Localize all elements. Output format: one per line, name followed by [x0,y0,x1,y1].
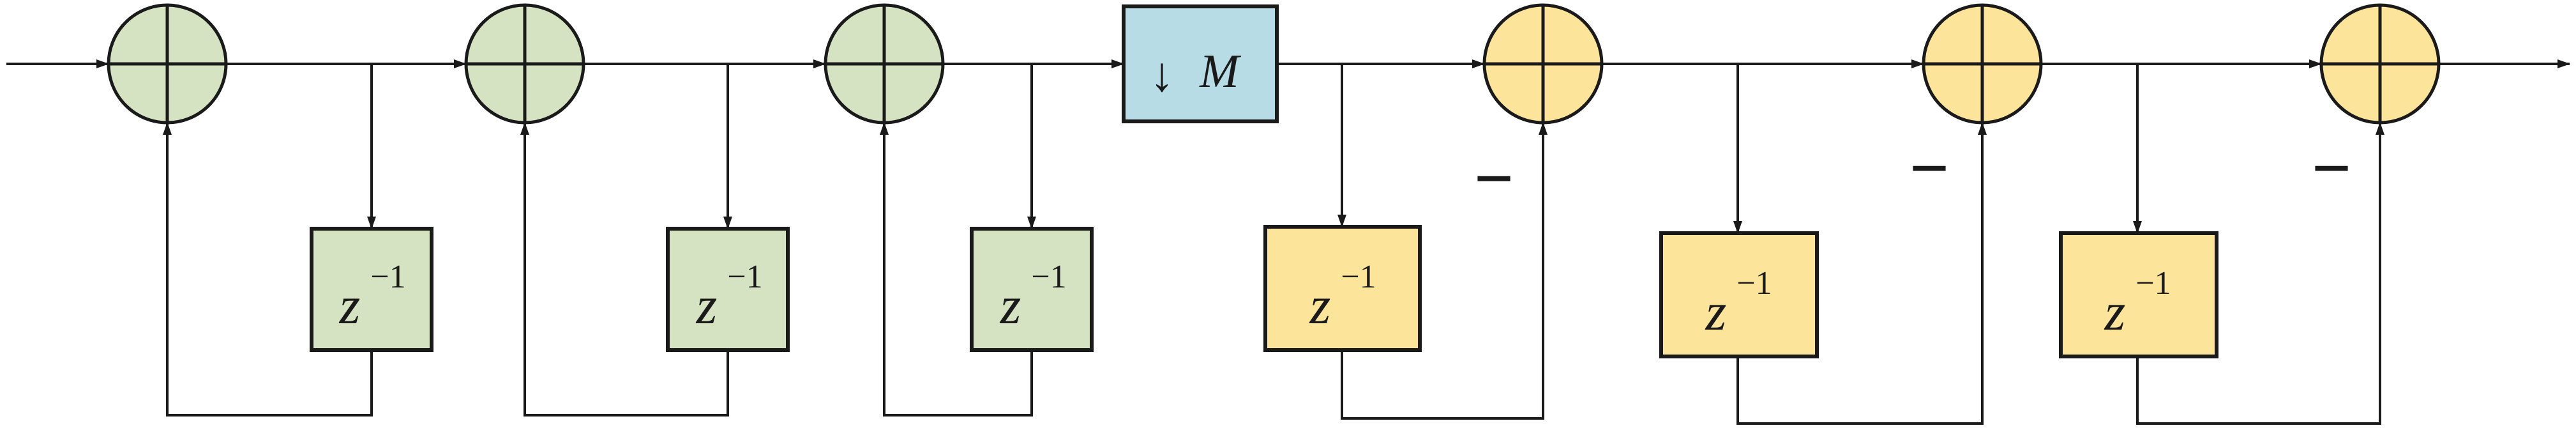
comb-delay-1 [1263,225,1422,352]
integrator-3-feedback [880,122,1033,417]
integrator-delay-1-base: z [339,276,361,335]
decimator-arrow-label: ↓ [1150,48,1174,102]
blocks [107,3,2441,358]
comb-delay-2-base: z [1705,282,1727,342]
integrator-2-feedback [520,122,729,417]
integrator-delay-2-base: z [696,276,718,335]
comb-adder-2 [1922,3,2043,125]
comb-delay-2 [1659,231,1819,358]
signal-wires [6,59,2570,425]
comb-adder-3-minus-sign: − [2312,129,2352,207]
comb-delay-3 [2059,231,2218,358]
integrator-delay-2 [666,227,790,352]
comb-2-subtract-path [1736,122,1987,425]
comb-adder-1 [1482,3,1604,125]
integrator-delay-1 [310,227,433,352]
integrator-delay-2-exponent: −1 [727,259,762,295]
integrator-adder-1 [107,3,228,125]
decimator-block [1122,4,1279,123]
integrator-adder-2 [464,3,585,125]
comb-adder-1-minus-sign: − [1474,139,1514,217]
comb-delay-1-base: z [1309,276,1331,335]
integrator-delay-3 [970,227,1094,352]
comb-delay-1-exponent: −1 [1341,259,1376,295]
integrator-delay-3-exponent: −1 [1031,259,1066,295]
integrator-1-feedback [163,122,373,417]
comb-adder-2-minus-sign: − [1909,129,1950,207]
labels: ↓ M z −1 z −1 z −1 z −1 z −1 z −1 − − − [339,45,2352,342]
comb-adder-3 [2319,3,2441,125]
decimator-factor-label: M [1199,45,1242,98]
comb-delay-3-exponent: −1 [2135,265,2171,302]
comb-delay-2-exponent: −1 [1736,265,1772,302]
comb-1-subtract-path [1341,122,1548,420]
comb-delay-3-base: z [2104,282,2126,342]
integrator-adder-3 [824,3,945,125]
comb-3-subtract-path [2136,122,2384,425]
integrator-delay-3-base: z [1000,276,1021,335]
integrator-delay-1-exponent: −1 [370,259,405,295]
